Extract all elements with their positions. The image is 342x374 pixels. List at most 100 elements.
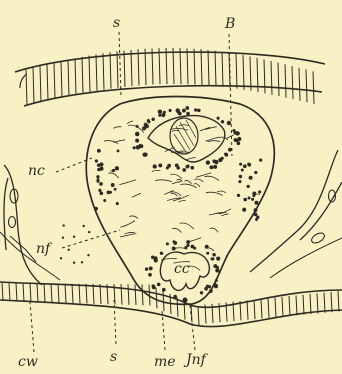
nucleus-dot: [97, 163, 100, 166]
nucleus-dot: [254, 208, 258, 212]
nerve-fiber: [172, 130, 179, 131]
nucleus-dot: [115, 166, 119, 170]
nucleus-dot: [232, 129, 235, 132]
muscle-stripe: [54, 63, 55, 99]
muscle-stripe: [240, 301, 241, 320]
muscle-stripe: [278, 63, 279, 97]
right-lateral-tissue: [250, 150, 342, 278]
nucleus-dot: [259, 158, 262, 161]
nucleus-dot: [97, 149, 101, 153]
nucleus-dot: [235, 131, 239, 135]
muscle-stripe: [254, 300, 255, 320]
label-B: B: [224, 16, 235, 32]
muscle-stripe: [194, 49, 195, 85]
muscle-stripe: [37, 283, 38, 302]
muscle-stripe: [89, 56, 90, 92]
muscle-stripe: [82, 57, 83, 93]
nucleus-dot: [211, 257, 214, 260]
nucleus-dot: [87, 254, 89, 256]
nucleus-dot: [241, 168, 244, 171]
nucleus-dot: [152, 284, 155, 287]
muscle-stripe: [310, 294, 311, 314]
muscle-stripe: [131, 50, 132, 86]
nucleus-dot: [209, 289, 213, 293]
muscle-stripe: [324, 293, 325, 313]
central-canal: [160, 252, 209, 302]
nucleus-dot: [147, 119, 150, 122]
muscle-stripe: [2, 283, 3, 301]
muscle-stripe: [247, 300, 248, 319]
nucleus-dot: [172, 247, 176, 251]
muscle-stripe: [110, 52, 111, 88]
nerve-fiber: [114, 140, 126, 143]
nucleus-dot: [247, 163, 250, 166]
nucleus-dot: [186, 165, 190, 169]
muscle-stripe: [306, 70, 307, 103]
nucleus-dot: [99, 182, 103, 186]
nerve-fiber: [186, 157, 196, 160]
nucleus-dot: [160, 252, 163, 255]
nucleus-dot: [186, 112, 190, 116]
muscle-stripe: [117, 51, 118, 87]
label-cw: cw: [18, 354, 38, 370]
nucleus-dot: [161, 113, 165, 117]
label-me: me: [154, 354, 176, 370]
muscle-stripe: [121, 284, 122, 304]
nucleus-dot: [204, 287, 208, 291]
muscle-stripe: [44, 283, 45, 302]
muscle-stripe: [236, 54, 237, 89]
muscle-stripe: [72, 284, 73, 303]
nucleus-dot: [197, 109, 200, 112]
label-cc: cc: [174, 261, 190, 277]
muscle-stripe: [243, 55, 244, 90]
nucleus-dot: [243, 164, 247, 168]
nucleus-dot: [206, 252, 209, 255]
nucleus-dot: [209, 165, 213, 169]
muscle-stripe: [166, 48, 167, 84]
nucleus-dot: [200, 291, 203, 294]
muscle-stripe: [198, 307, 199, 326]
muscle-stripe: [23, 283, 24, 301]
nerve-fiber: [177, 179, 183, 181]
muscle-stripe: [289, 296, 290, 316]
nucleus-dot: [136, 125, 139, 128]
leader-Jnf: [190, 306, 195, 350]
nucleus-dot: [185, 106, 189, 110]
nucleus-dot: [81, 261, 83, 263]
nucleus-dot: [62, 237, 64, 239]
muscle-stripe: [58, 284, 59, 303]
muscle-stripe: [208, 50, 209, 86]
nerve-fiber: [180, 184, 196, 188]
nucleus-dot: [215, 268, 219, 272]
muscle-stripe: [215, 51, 216, 86]
nerve-fiber: [113, 127, 121, 129]
muscle-stripe: [264, 59, 265, 93]
nucleus-dot: [190, 166, 194, 170]
nerve-fiber: [120, 221, 135, 228]
nucleus-dot: [151, 117, 154, 120]
muscle-stripe: [271, 61, 272, 95]
nucleus-dot: [103, 199, 106, 202]
nucleus-dot: [184, 246, 187, 249]
nerve-fiber: [129, 216, 138, 219]
nucleus-dot: [109, 191, 112, 194]
nucleus-dot: [149, 266, 153, 270]
nerve-fiber: [125, 232, 135, 233]
muscle-stripe: [33, 68, 34, 104]
muscle-stripe: [61, 61, 62, 97]
nucleus-dot: [148, 273, 152, 277]
nucleus-dot: [144, 123, 148, 127]
leader-s-top: [119, 32, 121, 96]
nerve-fiber: [108, 173, 119, 178]
nucleus-dot: [158, 163, 162, 167]
nucleus-dot: [116, 202, 119, 205]
nucleus-dot: [212, 159, 216, 163]
nerve-fiber: [200, 127, 210, 131]
nucleus-dot: [158, 110, 162, 114]
nucleus-dot: [212, 253, 216, 257]
nucleus-dot: [237, 141, 241, 145]
muscle-stripe: [75, 58, 76, 94]
nucleus-dot: [68, 249, 70, 251]
nucleus-dot: [169, 109, 172, 112]
nucleus-dot: [221, 120, 224, 123]
